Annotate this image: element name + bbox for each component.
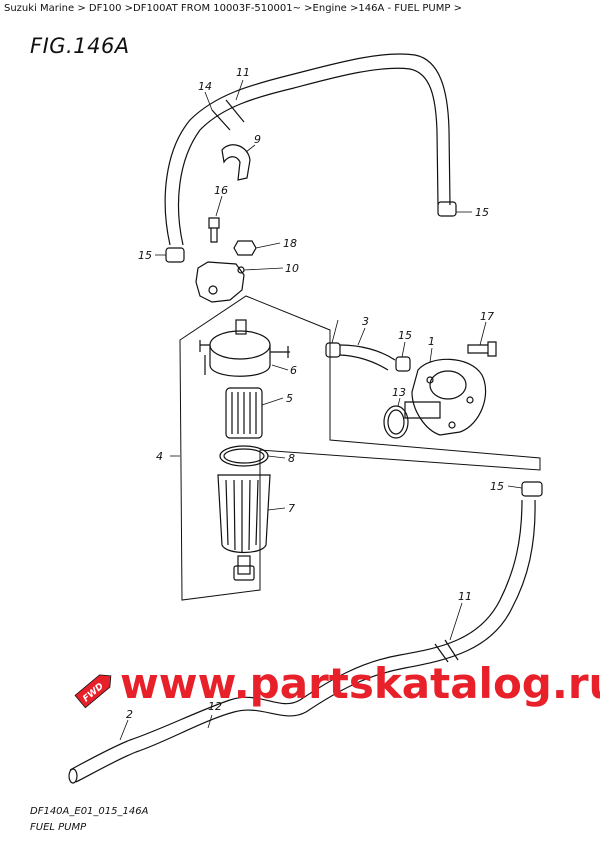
lower-hose bbox=[69, 499, 523, 771]
callout-13: 13 bbox=[392, 386, 406, 399]
bolt-17 bbox=[467, 341, 497, 357]
upper-hose-sleeve bbox=[211, 99, 245, 131]
callout-12: 12 bbox=[208, 700, 222, 713]
clip-15-mid-a bbox=[325, 342, 341, 358]
clip-15-left bbox=[165, 247, 185, 263]
callout-16: 16 bbox=[214, 184, 228, 197]
fwd-badge: FWD bbox=[74, 674, 112, 709]
callout-17: 17 bbox=[480, 310, 494, 323]
clip-15-top bbox=[437, 201, 457, 217]
hose-3 bbox=[339, 344, 396, 371]
figure-name: FUEL PUMP bbox=[30, 822, 87, 833]
callout-1: 1 bbox=[428, 335, 435, 348]
figure-title: FIG.146A bbox=[30, 34, 130, 58]
lower-hose-inner bbox=[75, 499, 536, 783]
fuel-pump-1 bbox=[411, 358, 487, 436]
callout-5: 5 bbox=[286, 392, 293, 405]
callout-15-top: 15 bbox=[475, 206, 489, 219]
bolt-16 bbox=[208, 217, 220, 243]
callout-8: 8 bbox=[288, 452, 295, 465]
clip-9 bbox=[221, 144, 251, 181]
callout-14: 14 bbox=[198, 80, 212, 93]
callout-9: 9 bbox=[254, 133, 261, 146]
nut-18 bbox=[233, 240, 257, 256]
filter-head-6 bbox=[209, 330, 271, 360]
upper-hose-inner bbox=[177, 67, 439, 246]
callout-2: 2 bbox=[126, 708, 133, 721]
callout-7: 7 bbox=[288, 502, 295, 515]
callout-6: 6 bbox=[290, 364, 297, 377]
clip-15-mid-b bbox=[395, 356, 411, 372]
upper-hose bbox=[164, 53, 451, 246]
callout-15-left: 15 bbox=[138, 249, 152, 262]
o-ring-13 bbox=[383, 405, 409, 439]
filter-bowl-7 bbox=[217, 474, 271, 554]
filter-element-5 bbox=[225, 387, 263, 439]
clip-15-lower bbox=[521, 481, 543, 497]
watermark: www.partskatalog.ru bbox=[120, 659, 600, 708]
callout-10: 10 bbox=[285, 262, 299, 275]
bracket-10 bbox=[195, 261, 245, 303]
callout-11-top: 11 bbox=[236, 66, 250, 79]
breadcrumb: Suzuki Marine > DF100 >DF100AT FROM 1000… bbox=[4, 3, 462, 14]
callout-3: 3 bbox=[362, 315, 369, 328]
callout-4: 4 bbox=[156, 450, 163, 463]
callout-15-lower: 15 bbox=[490, 480, 504, 493]
callout-11-bottom: 11 bbox=[458, 590, 472, 603]
figure-code: DF140A_E01_015_146A bbox=[30, 806, 149, 817]
callout-15-mid: 15 bbox=[398, 329, 412, 342]
filter-assembly-frame bbox=[179, 295, 541, 601]
callout-18: 18 bbox=[283, 237, 297, 250]
